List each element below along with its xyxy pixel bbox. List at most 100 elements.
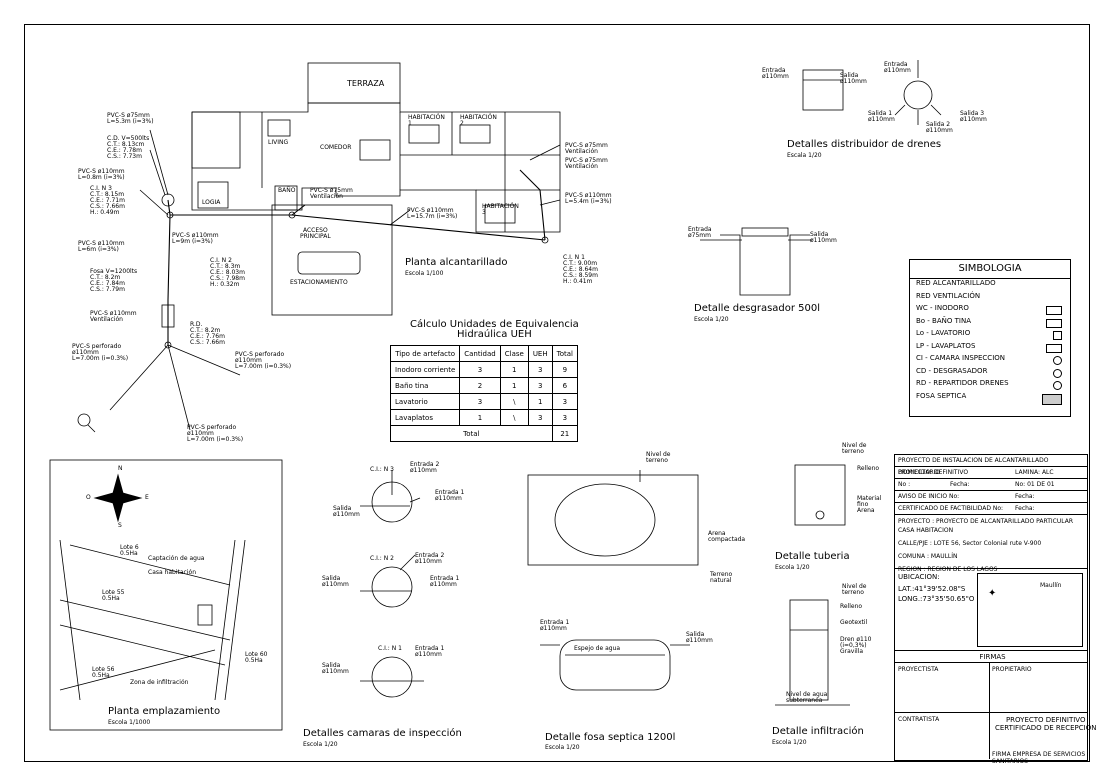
site-scale: Escola 1/1000 — [108, 719, 151, 726]
chamber-3-label: C.I.: N 3 — [370, 466, 394, 473]
site-lote60: Lote 60 0.5Ha — [245, 651, 268, 664]
room-habitacion-1: HABITACIÓN 1 — [408, 114, 445, 127]
legend-item: RED ALCANTARILLADO — [910, 279, 1070, 292]
room-bano: BAÑO — [278, 187, 296, 194]
tb-details: PROYECTO : PROYECTO DE ALCANTARILLADO PA… — [895, 515, 1087, 573]
room-habitacion-3: HABITACIÓN 3 — [482, 203, 519, 216]
table-header: Tipo de artefacto — [389, 345, 461, 362]
chamber-2-label: C.I.: N 2 — [370, 555, 394, 562]
tb-aviso: AVISO DE INICIO No: — [898, 493, 960, 500]
table-cell: 2 — [459, 377, 501, 394]
compass-north: N — [118, 465, 123, 472]
tb-lamina: LAMINA: ALC — [1015, 469, 1054, 476]
title-block: PROYECTO DE INSTALACION DE ALCANTARILLAD… — [894, 454, 1096, 765]
site-lote56: Lote 56 0.5Ha — [92, 666, 115, 679]
sink-icon — [1053, 331, 1062, 340]
table-cell: Baño tina — [389, 377, 461, 394]
tb-row: PROYECTO: DEFINITIVO LAMINA: ALC — [895, 467, 1087, 479]
tuberia-scale: Escola 1/20 — [775, 564, 810, 571]
infil-nivel: Nivel de terreno — [842, 583, 867, 596]
grease-scale: Escola 1/20 — [694, 316, 729, 323]
tb-fecha-aviso: Fecha: — [1015, 493, 1035, 500]
label-pvc110-15: PVC-S ø110mm L=15.7m (i=3%) — [407, 207, 458, 220]
table-header-row: Tipo de artefacto Cantidad Clase UEH Tot… — [389, 345, 578, 362]
tuberia-title: Detalle tuberia — [775, 551, 850, 562]
tb-fecha: Fecha: — [950, 481, 970, 488]
tb-contratista: CONTRATISTA — [898, 716, 940, 723]
tb-ubicacion: UBICACION: — [898, 573, 940, 581]
location-map: Maullín ✦ — [977, 573, 1083, 647]
legend-item: Bo - BAÑO TINA — [910, 317, 1070, 330]
septic-scale: Escola 1/20 — [545, 744, 580, 751]
tb-proyectista: PROYECTISTA — [898, 666, 939, 673]
calc-title: Cálculo Unidades de Equivalencia Hidraúl… — [410, 319, 579, 340]
legend-item: FOSA SEPTICA — [910, 392, 1070, 405]
septic-salida: Salida ø110mm — [686, 631, 713, 644]
table-total-row: Total 21 — [390, 425, 578, 442]
legend-item: RED VENTILACIÓN — [910, 292, 1070, 305]
tb-fecha-cert: Fecha: — [1015, 505, 1035, 512]
legend-item-label: FOSA SEPTICA — [916, 391, 967, 400]
label-pvc110-54: PVC-S ø110mm L=5.4m (i=3%) — [565, 192, 612, 205]
label-pvc110-vent: PVC-S ø110mm Ventilación — [90, 310, 137, 323]
legend-item-label: CD - DESGRASADOR — [916, 366, 988, 375]
table-header: UEH — [527, 345, 553, 362]
kitchen-sink-icon — [1046, 343, 1062, 353]
tb-no: No : — [898, 481, 911, 488]
room-habitacion-2: HABITACIÓN 2 — [460, 114, 497, 127]
tuberia-material: Material fino Arena — [857, 495, 882, 514]
label-pvc110-6: PVC-S ø110mm L=6m (i=3%) — [78, 240, 125, 253]
infil-dren: Dren ø110 (i=0,3%) Gravilla — [840, 636, 872, 655]
label-rd: R.D. C.T.: 8.2m C.E.: 7.76m C.S.: 7.66m — [190, 321, 225, 346]
label-perforado-1: PVC-S perforado ø110mm L=7.00m (i=0.3%) — [72, 343, 129, 362]
legend-item-label: LP - LAVAPLATOS — [916, 341, 976, 350]
dist-salida2: Salida 2 ø110mm — [926, 121, 953, 134]
tb-cert: CERTIFICADO DE FACTIBILIDAD No: — [898, 505, 1004, 512]
dist-salida3: Salida 3 ø110mm — [960, 110, 987, 123]
tb-proyecto: PROYECTO: DEFINITIVO — [898, 469, 969, 476]
tb-region: REGION : REGION DE LOS LAGOS — [898, 566, 998, 573]
room-acceso: ACCESO PRINCIPAL — [300, 227, 331, 240]
label-pvc110-08: PVC-S ø110mm L=0.8m (i=3%) — [78, 168, 125, 181]
map-north-icon: ✦ — [988, 588, 997, 599]
table-cell: \ — [499, 409, 529, 426]
legend-title: SIMBOLOGIA — [910, 260, 1070, 279]
chamber-3-salida: Salida ø110mm — [333, 505, 360, 518]
chamber-2-salida: Salida ø110mm — [322, 575, 349, 588]
chambers-title: Detalles camaras de inspección — [303, 728, 462, 739]
room-logia: LOGIA — [202, 199, 221, 206]
infil-relleno: Relleno — [840, 603, 863, 610]
tb-signatures: PROYECTISTA PROPIETARIO — [895, 663, 1087, 759]
site-lote6: Lote 6 0.5Ha — [120, 544, 139, 557]
table-cell: Inodoro corriente — [389, 361, 461, 378]
bathtub-icon — [1046, 318, 1062, 328]
site-lote55: Lote 55 0.5Ha — [102, 589, 125, 602]
septic-nivel: Nivel de terreno — [646, 451, 671, 464]
dist-salida1: Salida 1 ø110mm — [868, 110, 895, 123]
legend-item-label: Lo - LAVATORIO — [916, 329, 971, 337]
table-cell: 3 — [459, 393, 501, 410]
plan-title: Planta alcantarillado — [405, 257, 508, 268]
ueh-table: Tipo de artefacto Cantidad Clase UEH Tot… — [389, 345, 578, 442]
grease-trap-icon — [1053, 368, 1062, 378]
table-cell: 1 — [499, 377, 529, 394]
legend-item: CD - DESGRASADOR — [910, 367, 1070, 380]
tb-divider — [989, 663, 990, 759]
chamber-1-label: C.I.: N 1 — [378, 645, 402, 652]
table-cell: 9 — [551, 361, 578, 378]
drawing-sheet — [24, 24, 1090, 762]
tb-lat: LAT.:41°39'52.08"S — [898, 585, 966, 593]
septic-terreno: Terreno natural — [710, 571, 733, 584]
septic-entrada: Entrada 1 ø110mm — [540, 619, 570, 632]
table-row: Lavaplatos 1 \ 3 3 — [389, 409, 578, 426]
compass-south: S — [118, 522, 122, 529]
legend-item: WC - INODORO — [910, 304, 1070, 317]
legend-item-label: Bo - BAÑO TINA — [916, 316, 971, 325]
legend-item: Lo - LAVATORIO — [910, 329, 1070, 342]
dist-salida-a: Salida ø110mm — [840, 72, 867, 85]
tuberia-nivel: Nivel de terreno — [842, 442, 867, 455]
table-header: Clase — [499, 345, 529, 362]
table-header: Total — [551, 345, 578, 362]
site-casa: Casa habitación — [148, 569, 196, 576]
label-cd: C.D. V=500lts C.T.: 8.13cm C.E.: 7.78m C… — [107, 135, 150, 160]
